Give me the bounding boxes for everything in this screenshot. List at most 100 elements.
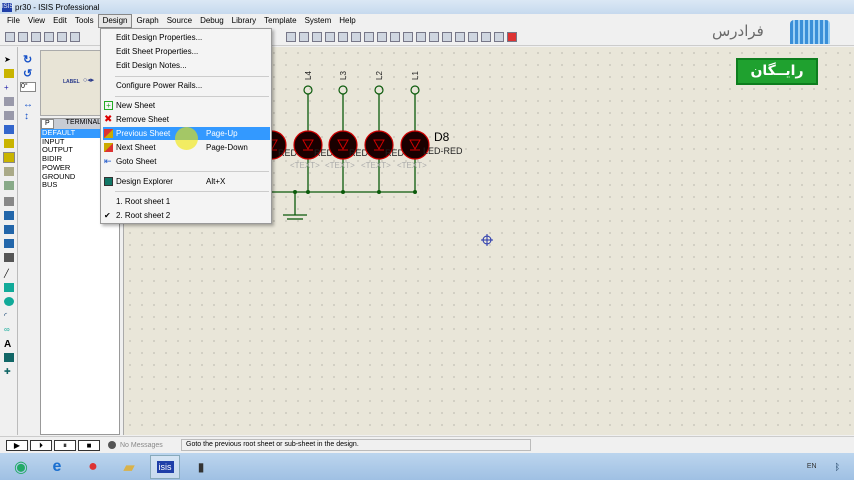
pin-mode-icon[interactable] (4, 167, 14, 176)
print-icon[interactable] (70, 32, 80, 42)
list-item[interactable]: BIDIR (42, 154, 63, 164)
bus-icon[interactable] (4, 125, 14, 134)
graph-mode-icon[interactable] (4, 181, 14, 190)
voltage-probe-icon[interactable] (4, 225, 14, 234)
bluetooth-icon[interactable]: ᛒ (834, 461, 840, 472)
component-mode-icon[interactable] (4, 69, 14, 78)
wire-label-icon[interactable] (4, 97, 14, 106)
block-copy-icon[interactable] (338, 32, 348, 42)
message-count[interactable]: No Messages (120, 441, 163, 449)
menu-source[interactable]: Source (166, 16, 193, 25)
menu-design[interactable]: Design (97, 14, 133, 28)
virtual-instrument-icon[interactable] (4, 253, 14, 262)
list-item[interactable]: DEFAULT (41, 128, 119, 138)
menu-item-edit-sheet-properties[interactable]: Edit Sheet Properties... (103, 45, 270, 58)
property-tool-icon[interactable] (429, 32, 439, 42)
file-explorer-icon[interactable]: ▰ (123, 458, 135, 476)
generator-icon[interactable] (4, 211, 14, 220)
start-button-icon[interactable]: ◉ (14, 458, 28, 476)
paste-icon[interactable] (325, 32, 335, 42)
rotate-clockwise-icon[interactable]: ↻ (23, 54, 33, 66)
cut-icon[interactable] (299, 32, 309, 42)
exit-to-parent-icon[interactable] (468, 32, 478, 42)
import-icon[interactable] (44, 32, 54, 42)
play-button[interactable]: ▶ (6, 439, 28, 451)
component-reference[interactable]: D8 (434, 130, 450, 144)
pick-devices-button[interactable]: P (41, 119, 54, 129)
menu-item-configure-power-rails[interactable]: Configure Power Rails... (103, 79, 270, 92)
subcircuit-icon[interactable] (4, 139, 14, 148)
step-button[interactable]: ⏵ (30, 439, 52, 451)
pause-button[interactable]: ⏸ (54, 439, 76, 451)
menu-item-root-sheet-1[interactable]: 1. Root sheet 1 (103, 195, 270, 208)
new-file-icon[interactable] (5, 32, 15, 42)
menu-item-edit-design-properties[interactable]: Edit Design Properties... (103, 31, 270, 44)
mirror-horizontal-icon[interactable]: ↔ (23, 99, 33, 110)
list-item[interactable]: GROUND (42, 171, 76, 181)
marker-icon[interactable]: ✚ (4, 367, 11, 376)
recorder-app-icon[interactable]: ▮ (197, 459, 205, 474)
text-icon[interactable]: A (4, 339, 12, 350)
copy-icon[interactable] (312, 32, 322, 42)
save-icon[interactable] (31, 32, 41, 42)
export-icon[interactable] (57, 32, 67, 42)
tape-recorder-icon[interactable] (4, 197, 14, 206)
line-icon[interactable]: ╱ (4, 269, 9, 278)
symbol-icon[interactable] (4, 353, 14, 362)
menu-item-label: Previous Sheet (116, 129, 171, 138)
block-move-icon[interactable] (351, 32, 361, 42)
erc-icon[interactable] (494, 32, 504, 42)
redo-icon[interactable] (286, 32, 296, 42)
language-indicator[interactable]: EN (806, 463, 817, 470)
list-item[interactable]: OUTPUT (42, 145, 73, 155)
mirror-vertical-icon[interactable]: ↕ (24, 111, 29, 122)
path-icon[interactable]: ∞ (4, 325, 10, 334)
wire-junction (341, 190, 345, 194)
text-script-icon[interactable] (4, 111, 14, 120)
menu-item-goto-sheet[interactable]: ⇤Goto Sheet (103, 155, 270, 168)
list-item[interactable]: INPUT (42, 136, 65, 146)
chrome-icon[interactable]: ● (88, 457, 98, 475)
search-tag-icon[interactable] (416, 32, 426, 42)
menu-item-edit-design-notes[interactable]: Edit Design Notes... (103, 59, 270, 72)
menu-separator (115, 171, 269, 172)
open-file-icon[interactable] (18, 32, 28, 42)
circle-icon[interactable] (4, 297, 14, 306)
menu-item-remove-sheet[interactable]: ✖Remove Sheet (103, 113, 270, 126)
menu-view[interactable]: View (27, 16, 46, 25)
isis-taskbar-button[interactable]: isis (150, 454, 180, 479)
menu-file[interactable]: File (7, 16, 20, 25)
box-icon[interactable] (4, 283, 14, 292)
junction-icon[interactable]: + (4, 83, 9, 92)
block-delete-icon[interactable] (377, 32, 387, 42)
wire-autorouter-icon[interactable] (403, 32, 413, 42)
menu-system[interactable]: System (304, 16, 332, 25)
menu-help[interactable]: Help (339, 16, 356, 25)
rotate-anticlockwise-icon[interactable]: ↺ (23, 68, 33, 80)
selection-mode-icon[interactable]: ➤ (4, 55, 11, 64)
zoom-icon[interactable] (390, 32, 400, 42)
menu-library[interactable]: Library (231, 16, 257, 25)
bom-icon[interactable] (481, 32, 491, 42)
new-sheet-toolbar-icon[interactable] (442, 32, 452, 42)
netlist-icon[interactable] (507, 32, 517, 42)
list-item[interactable]: BUS (42, 180, 58, 190)
current-probe-icon[interactable] (4, 239, 14, 248)
remove-sheet-toolbar-icon[interactable] (455, 32, 465, 42)
menu-template[interactable]: Template (264, 16, 297, 25)
menu-item-root-sheet-2[interactable]: ✔2. Root sheet 2 (103, 209, 270, 222)
menu-graph[interactable]: Graph (136, 16, 159, 25)
stop-button[interactable]: ■ (78, 439, 100, 451)
block-rotate-icon[interactable] (364, 32, 374, 42)
menu-edit[interactable]: Edit (53, 16, 67, 25)
menu-item-new-sheet[interactable]: +New Sheet (103, 99, 270, 112)
list-item[interactable]: POWER (42, 162, 71, 172)
menu-tools[interactable]: Tools (74, 16, 94, 25)
terminal-mode-icon[interactable] (3, 152, 15, 163)
internet-explorer-icon[interactable]: e (52, 457, 62, 475)
menu-debug[interactable]: Debug (200, 16, 224, 25)
arc-icon[interactable]: ◜ (4, 311, 8, 320)
rotation-angle-field[interactable]: 0° (20, 82, 36, 92)
